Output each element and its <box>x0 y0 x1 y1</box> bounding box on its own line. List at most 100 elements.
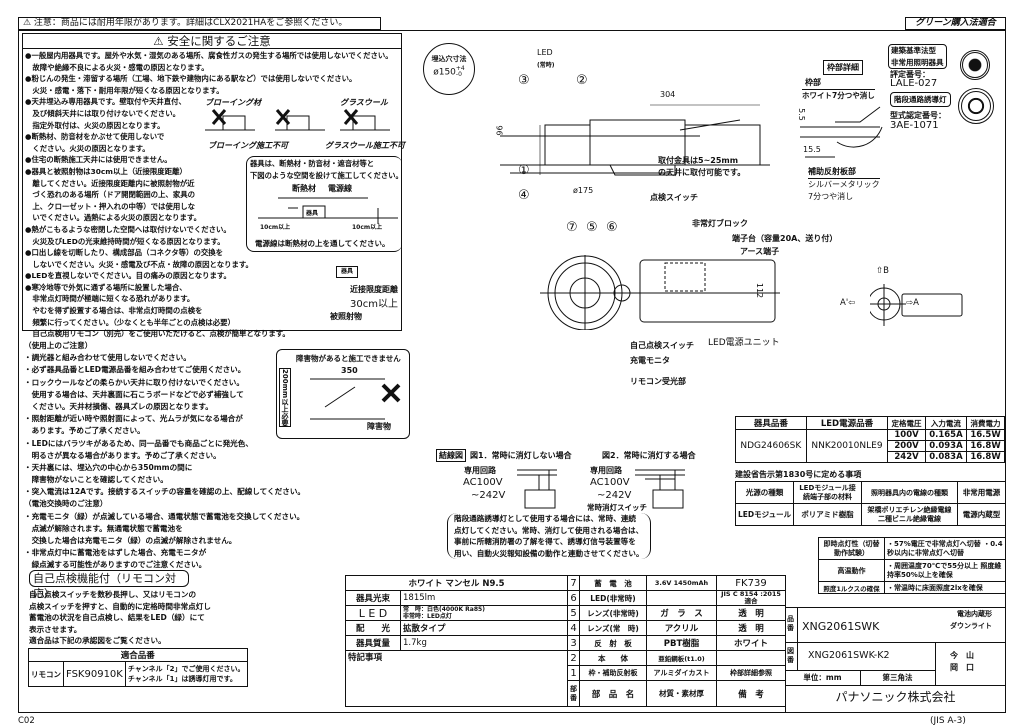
check-switch-label: 点検スイッチ <box>650 193 698 202</box>
emergency-power-header: 非常用電源 <box>957 481 1006 504</box>
obstacle-dim: 350 <box>341 366 358 375</box>
text-line: 頻繁に行ってください。（少なくとも半年ごとの点検は必要） <box>25 317 235 327</box>
current: 0.093A <box>924 440 968 452</box>
range-label-1: ~242V <box>471 490 506 501</box>
text-line: 離してください。近接限度距離内に被照射物が近 <box>25 178 195 188</box>
dim-112: 112 <box>755 282 765 299</box>
dim-96: 96 <box>494 125 504 136</box>
text-line: 用い、自動火災報知設備の動作と連動させてください。 <box>454 548 644 558</box>
text-line: ●断熱材、防音材をかぶせて使用しないで <box>25 132 165 142</box>
part-remarks: 枠部詳細参照 <box>716 665 786 681</box>
header-fixture: 器具品番 <box>735 416 807 430</box>
text-line: 7分つや消し <box>808 191 854 201</box>
ac-label-2: AC100V <box>590 477 630 488</box>
text-line: あります。予めご了承ください。 <box>24 426 145 436</box>
dim-5-5: 5.5 <box>796 108 806 121</box>
part-remarks: 透 明 <box>716 605 786 621</box>
remote-model: FSK90910K <box>63 661 126 687</box>
circuit-label-2: 専用回路 <box>590 466 622 475</box>
part-name: 蓄 電 池 <box>579 575 647 591</box>
text-line: ●LEDを直視しないでください。目の痛みの原因となります。 <box>25 271 231 281</box>
text-line: 緑点滅する可能性がありますのでご注意ください。 <box>24 560 207 570</box>
part-material: アルミダイカスト <box>646 665 717 681</box>
proximity-value: 30cm以上 <box>350 299 398 310</box>
part-remarks <box>716 650 786 666</box>
part-callout-7: ⑦ <box>566 220 578 235</box>
part-callout-2: ② <box>576 73 588 88</box>
frame-label: 枠部 <box>805 78 821 87</box>
hole-tol-minus: -0 <box>455 71 462 78</box>
spacing-note: 器具は、断熱材・防音材・遮音材等と下図のような空間を設けて施工してください。 <box>250 158 403 181</box>
remote-label: リモコン <box>28 661 64 687</box>
text-line: ・LEDにはバラツキがあるため、同一品番でも商品ごとに発光色、 <box>24 438 253 448</box>
text-line: 階段通路誘導灯として使用する場合には、常時、連続 <box>454 514 637 523</box>
part-number: 6 <box>567 590 580 606</box>
text-line: ・必ず器具品番とLED電源品番を組み合わせてご使用ください。 <box>24 365 246 375</box>
part-remarks: FK739 <box>716 575 786 591</box>
hole-size: ø150 <box>433 67 456 78</box>
light-source: LEDモジュール <box>735 503 794 526</box>
terminal-material: ポリアミド樹脂 <box>793 503 862 526</box>
plan-view-drawing <box>540 255 780 330</box>
switch-label: 常時消灯スイッチ <box>587 503 647 512</box>
text-line: 障害物がないことを確認してください。 <box>24 475 168 485</box>
text-line: （使用上のご注意） <box>24 341 93 350</box>
text-line: 明るさが異なる場合があります。予めご了承ください。 <box>24 450 221 460</box>
wire-type: 架橋ポリエチレン絶縁電線 二種ビニル絶縁電線 <box>861 503 958 526</box>
part-remarks: JIS C 8154 :2015適合 <box>716 590 786 606</box>
header-power: LED電源品番 <box>805 416 889 430</box>
hole-size-label: 埋込穴寸法 <box>431 55 467 63</box>
current: 0.083A <box>924 451 968 463</box>
certification-seal-1 <box>960 50 990 80</box>
color-spec: ホワイト マンセル N9.5 <box>345 575 568 591</box>
text-line: ・突入電流は12Aです。接続するスイッチの容量を確認の上、配線してください。 <box>24 487 306 497</box>
text-line: ・充電モニタ（緑）が点滅している場合、通電状態で蓄電池を交換してください。 <box>24 511 305 521</box>
part-number: 1 <box>567 665 580 681</box>
aux-reflector-finish: シルバーメタリック 7分つや消し <box>808 178 880 202</box>
blowing-ng: ブローイング施工不可 <box>208 141 288 150</box>
flux-label: 器具光束 <box>345 590 401 606</box>
min-10cm-left: 10cm以上 <box>260 224 291 231</box>
text-line: 自己点検用リモコン（別売）をご使用いただけると、点検が簡単となります。 <box>25 329 290 339</box>
frame-detail-title: 枠部詳細 <box>823 60 863 75</box>
remarks-header: 備 考 <box>716 680 786 707</box>
material-header: 材質・素材厚 <box>646 680 717 707</box>
wiring-note: 階段通路誘導灯として使用する場合には、常時、連続点灯してください。常時、消灯して… <box>447 513 651 560</box>
part-number: 5 <box>567 605 580 621</box>
part-name: 反 射 板 <box>579 635 647 651</box>
part-name: LED(非常時) <box>579 590 647 606</box>
text-line: しないでください。火災・感電及び不点・故障の原因となります。 <box>25 259 253 269</box>
target-label: 被照射物 <box>330 312 362 321</box>
compatible-header: 適合品番 <box>28 648 248 662</box>
terminal-material-header: LEDモジュール接続端子部の材料 <box>793 481 862 504</box>
part-name-header: 部 品 名 <box>579 680 647 707</box>
power-note: 電源線は断熱材の上を通してください。 <box>255 239 390 248</box>
frame-finish: ホワイト7分つや消し <box>802 89 875 100</box>
aux-reflector-label: 補助反射板部 <box>808 167 856 176</box>
text-line: 火災・感電・落下・耐用年限が短くなる原因となります。 <box>25 85 224 95</box>
text-line: 点滅が解除されます。無通電状態で蓄電池を <box>24 523 183 533</box>
part-callout-6: ⑥ <box>606 220 618 235</box>
text-line: 使用する場合は、天井裏面に石こうボードなどで必ず補強して <box>24 389 244 399</box>
text-line: ●寒冷地等で外気に通ずる場所に設置した場合、 <box>25 282 187 292</box>
divider <box>797 607 798 670</box>
emergency-power: 電源内蔵型 <box>957 503 1006 526</box>
text-line: ・非常点灯中に蓄電池をはずした場合、充電モニタが <box>24 548 207 558</box>
consumption: 16.5W <box>966 429 1005 441</box>
perf-item: 即時点灯性（切替動作試験） <box>818 537 885 560</box>
guide-light-label: 階段通路誘導灯 <box>890 92 951 107</box>
part-callout-5: ⑤ <box>586 220 598 235</box>
part-material: 3.6V 1450mAh <box>646 575 717 591</box>
side-view-drawing <box>500 104 770 176</box>
remote-rx-label: リモコン受光部 <box>630 377 686 386</box>
title-block <box>785 607 1006 713</box>
text-line: シルバーメタリック <box>808 180 880 189</box>
part-number: 3 <box>567 635 580 651</box>
consumption: 16.8W <box>966 451 1005 463</box>
view-a: ⇨A <box>906 298 919 308</box>
emergency-performance-table: 即時点灯性（切替動作試験）・57%電圧で非常点灯へ切替 ・0.4秒以内に非常点灯… <box>818 537 1006 594</box>
text-line: 下図のような空間を設けて施工してください。 <box>250 170 403 180</box>
